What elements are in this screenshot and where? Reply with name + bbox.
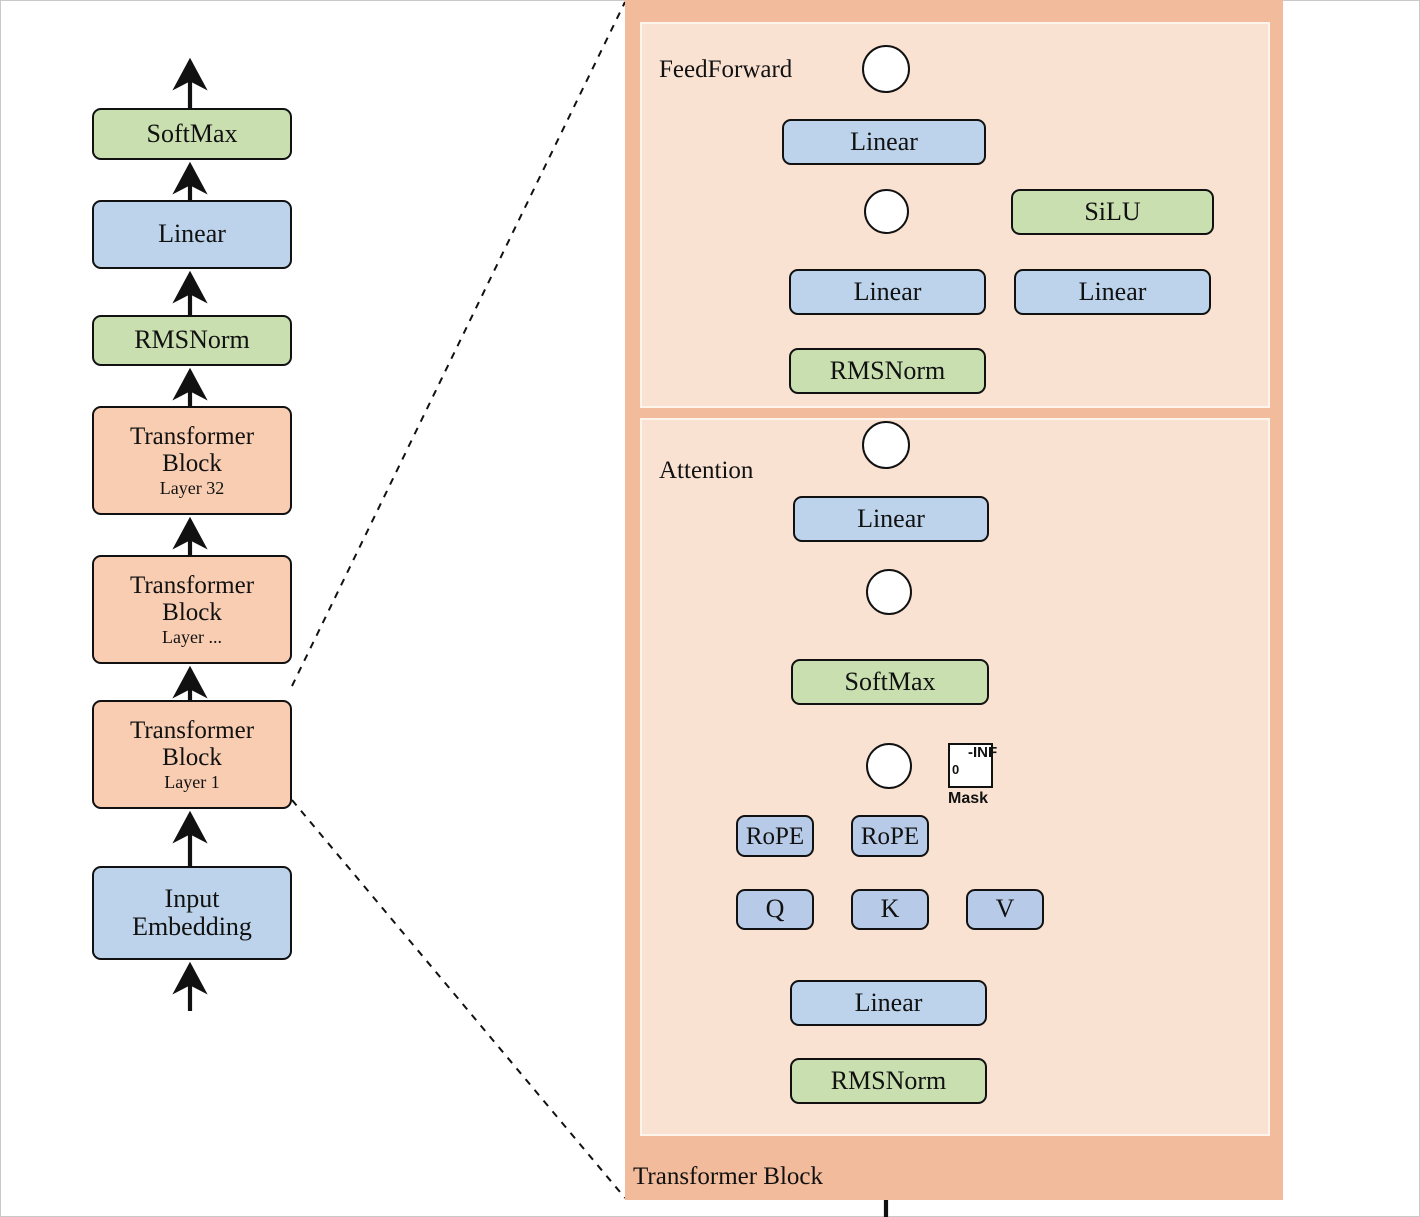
attn-softmax[interactable]: SoftMax [791,659,989,705]
attn-linear-qkv-label: Linear [854,987,923,1017]
mask-neg-inf-label: -INF [968,744,998,761]
attn-rmsnorm[interactable]: RMSNorm [790,1058,987,1104]
attn-k[interactable]: K [851,889,929,930]
attn-v-label: V [995,894,1015,924]
attn-linear-out[interactable]: Linear [793,496,989,542]
blockmid-line2: Block [162,598,222,626]
block1-line2: Block [162,743,222,771]
attn-rope-k[interactable]: RoPE [851,815,929,857]
block1-line1: Transformer [129,716,255,744]
block32-line2: Block [162,449,222,477]
block1-sublabel: Layer 1 [164,771,220,792]
stack-node-input-embedding[interactable]: Input Embedding [92,866,292,960]
stack-node-linear[interactable]: Linear [92,200,292,269]
attn-v[interactable]: V [966,889,1044,930]
attn-linear-qkv[interactable]: Linear [790,980,987,1026]
attn-q[interactable]: Q [736,889,814,930]
ff-residual-add-node[interactable] [862,45,910,93]
attn-residual-add-node[interactable] [862,421,910,469]
stack-node-transformer-block-mid[interactable]: Transformer Block Layer ... [92,555,292,664]
ff-elementwise-multiply-node[interactable] [864,189,909,234]
stack-node-linear-label: Linear [158,219,226,249]
attn-qk-matmul-node[interactable] [866,743,912,789]
ff-silu-label: SiLU [1084,196,1141,226]
ff-rmsnorm-label: RMSNorm [829,355,946,385]
stack-node-rmsnorm-label: RMSNorm [134,325,250,355]
ff-rmsnorm[interactable]: RMSNorm [789,348,986,394]
stack-node-transformer-block-1[interactable]: Transformer Block Layer 1 [92,700,292,809]
attn-softmax-label: SoftMax [844,666,936,696]
attn-linear-out-label: Linear [857,503,925,533]
ff-silu[interactable]: SiLU [1011,189,1214,235]
ff-linear-gate-label: Linear [853,276,922,306]
attn-rope-q-label: RoPE [745,822,805,850]
transformer-block-panel-label: Transformer Block [633,1163,824,1190]
ff-linear-up[interactable]: Linear [1014,269,1211,315]
stack-node-rmsnorm[interactable]: RMSNorm [92,315,292,366]
input-embedding-line1: Input [164,883,220,913]
attn-k-label: K [880,894,900,924]
attn-rope-k-label: RoPE [860,822,920,850]
blockmid-line1: Transformer [129,571,255,599]
feedforward-panel-label: FeedForward [659,56,793,83]
mask-zero-label: 0 [952,762,960,777]
ff-linear-out-label: Linear [850,126,918,156]
ff-linear-up-label: Linear [1078,276,1147,306]
block32-sublabel: Layer 32 [159,477,225,498]
stack-node-softmax-label: SoftMax [146,118,238,148]
attn-rmsnorm-label: RMSNorm [830,1065,947,1095]
attention-panel-label: Attention [659,457,754,484]
blockmid-sublabel: Layer ... [162,626,222,647]
mask-caption: Mask [948,790,989,807]
block32-line1: Transformer [129,422,255,450]
input-embedding-line2: Embedding [132,912,252,941]
ff-linear-gate[interactable]: Linear [789,269,986,315]
attn-q-label: Q [765,894,785,924]
stack-node-softmax[interactable]: SoftMax [92,108,292,160]
stack-node-transformer-block-32[interactable]: Transformer Block Layer 32 [92,406,292,515]
ff-linear-out[interactable]: Linear [782,119,986,165]
attn-scores-value-matmul-node[interactable] [866,569,912,615]
attn-rope-q[interactable]: RoPE [736,815,814,857]
